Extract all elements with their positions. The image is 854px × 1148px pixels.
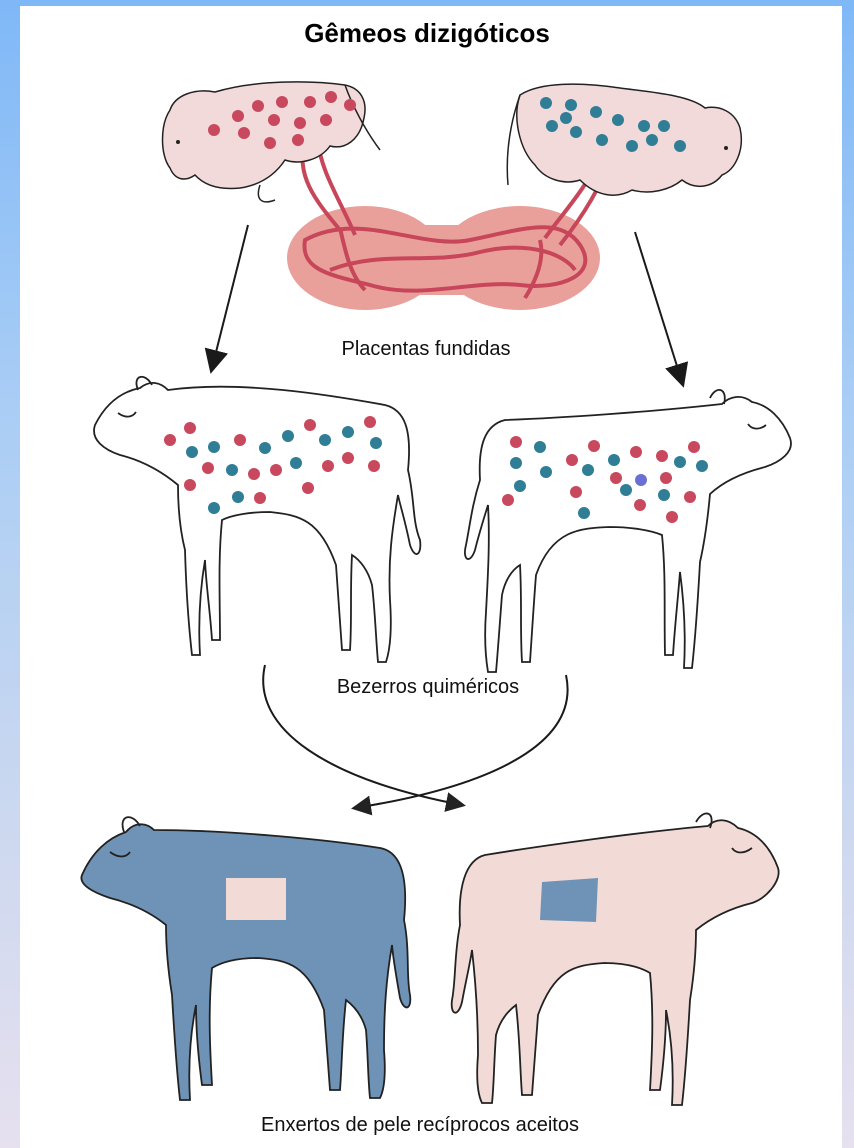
pink-skin-graft — [226, 878, 286, 920]
right-chimeric-calf — [465, 390, 791, 672]
arrow-left-down — [212, 225, 248, 368]
arrow-right-down — [635, 232, 682, 382]
pink-calf — [452, 813, 779, 1105]
blue-calf — [81, 817, 410, 1100]
label-placentas: Placentas fundidas — [321, 338, 531, 361]
label-grafts: Enxertos de pele recíprocos aceitos — [200, 1114, 640, 1137]
label-chimeric-calves: Bezerros quiméricos — [308, 676, 548, 699]
blue-skin-graft — [540, 878, 598, 922]
